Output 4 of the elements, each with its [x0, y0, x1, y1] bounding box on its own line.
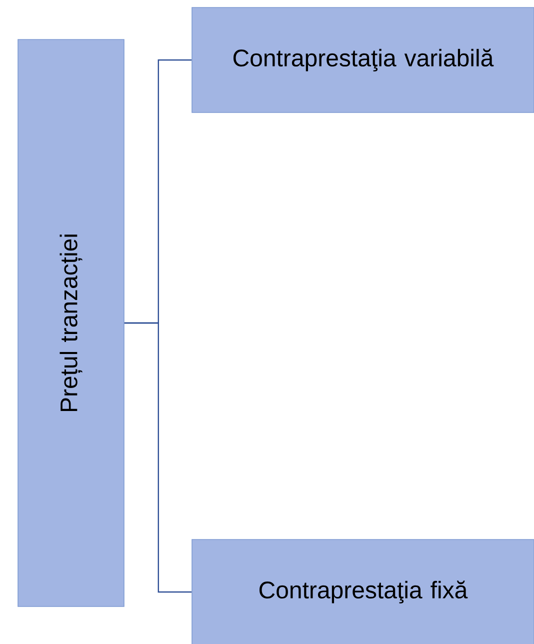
connector-line	[124, 322, 192, 593]
process-box: Contraprestaţia variabilă	[192, 7, 534, 113]
process-box: Contraprestaţia fixă	[192, 539, 534, 644]
process-box: Prețul tranzacției	[18, 39, 124, 607]
